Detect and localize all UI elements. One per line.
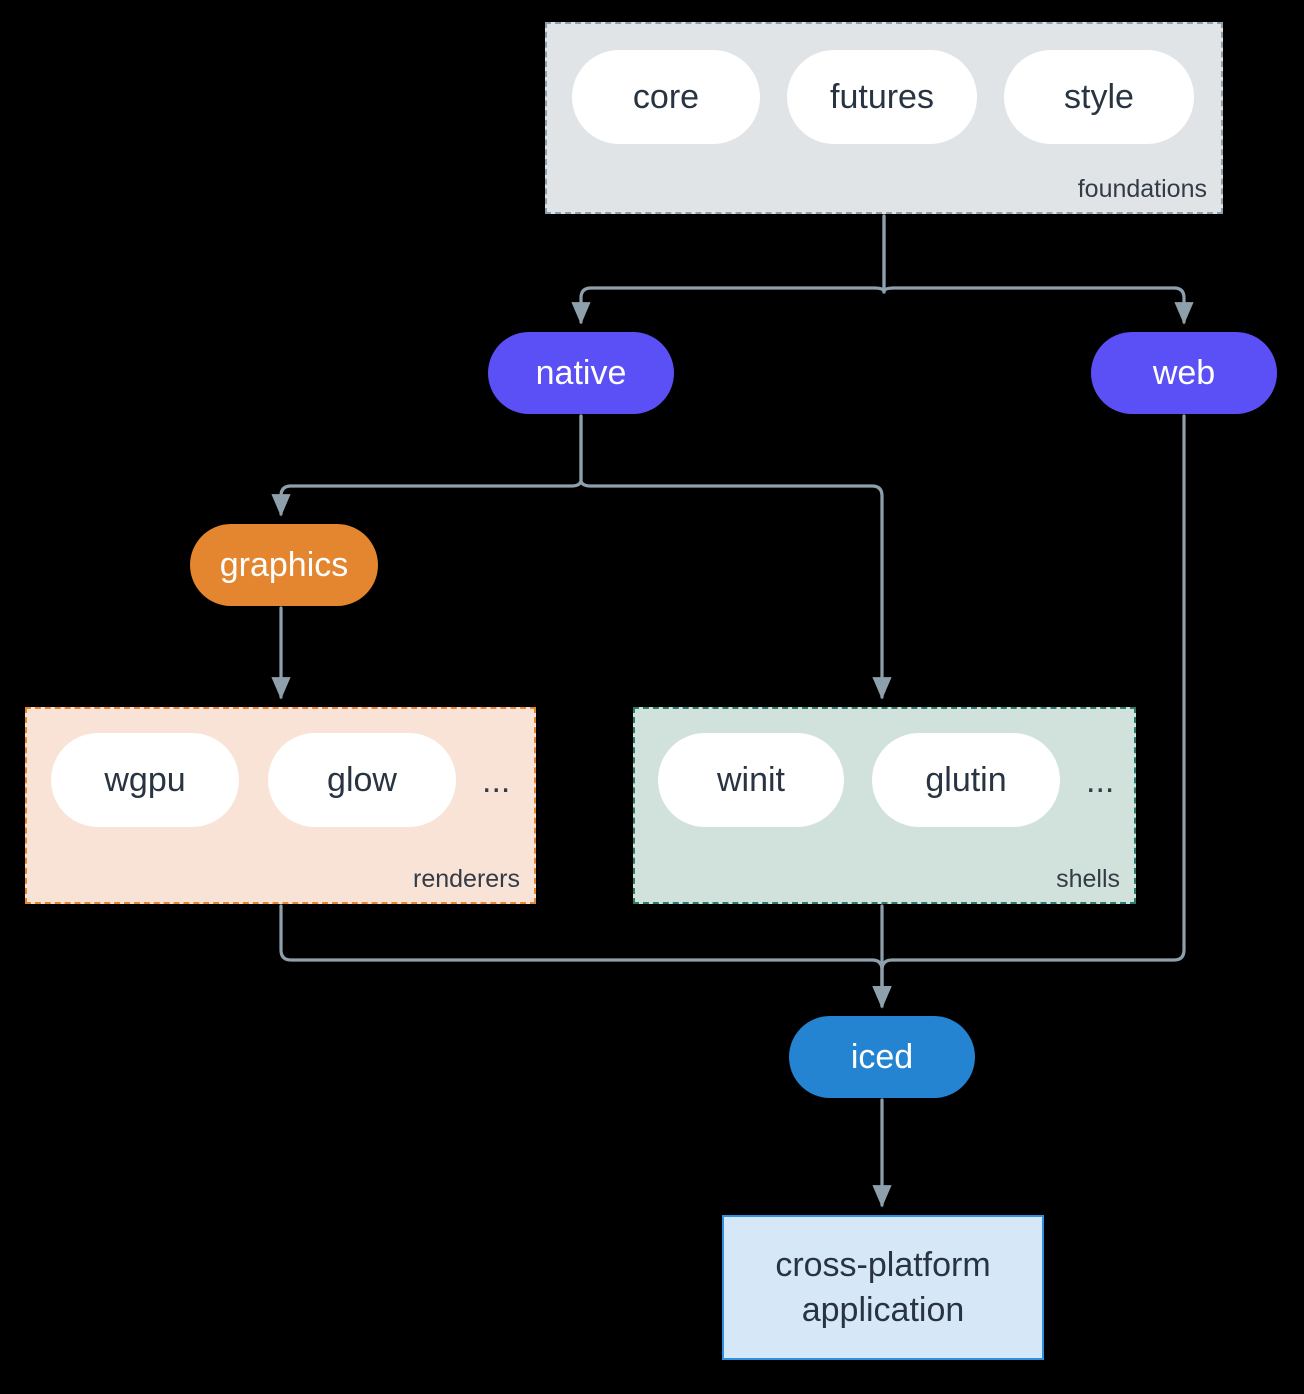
node-glow-label: glow — [327, 760, 397, 799]
node-winit-label: winit — [716, 760, 786, 799]
node-cross-platform-application[interactable]: cross-platform application — [722, 1215, 1044, 1360]
node-application-line2: application — [801, 1290, 965, 1329]
edge-native-shells — [579, 414, 892, 700]
node-wgpu-label: wgpu — [104, 760, 186, 799]
node-native[interactable]: native — [488, 332, 674, 414]
node-wgpu[interactable]: wgpu — [51, 733, 239, 827]
node-iced-label: iced — [850, 1037, 914, 1076]
edge-foundations-native — [571, 214, 886, 325]
node-iced[interactable]: iced — [789, 1016, 975, 1098]
cluster-foundations-label: foundations — [1077, 175, 1207, 203]
node-glutin[interactable]: glutin — [872, 733, 1060, 827]
node-futures[interactable]: futures — [787, 50, 977, 144]
node-graphics[interactable]: graphics — [190, 524, 378, 606]
renderers-ellipsis: ... — [482, 762, 511, 800]
edge-native-graphics — [271, 414, 583, 517]
node-futures-label: futures — [830, 77, 934, 116]
edge-foundations-web — [882, 214, 1194, 325]
node-glutin-label: glutin — [925, 760, 1007, 799]
node-winit[interactable]: winit — [658, 733, 844, 827]
node-core-label: core — [632, 77, 700, 116]
edge-renderers-iced — [279, 904, 892, 1009]
cluster-shells-label: shells — [1056, 865, 1120, 893]
node-graphics-label: graphics — [219, 545, 349, 584]
cluster-renderers-label: renderers — [413, 865, 520, 893]
node-web[interactable]: web — [1091, 332, 1277, 414]
node-core[interactable]: core — [572, 50, 760, 144]
node-web-label: web — [1152, 353, 1216, 392]
shells-ellipsis: ... — [1086, 762, 1115, 800]
node-native-label: native — [535, 353, 627, 392]
node-style[interactable]: style — [1004, 50, 1194, 144]
node-glow[interactable]: glow — [268, 733, 456, 827]
node-application-line1: cross-platform — [775, 1246, 991, 1285]
node-style-label: style — [1064, 77, 1134, 116]
